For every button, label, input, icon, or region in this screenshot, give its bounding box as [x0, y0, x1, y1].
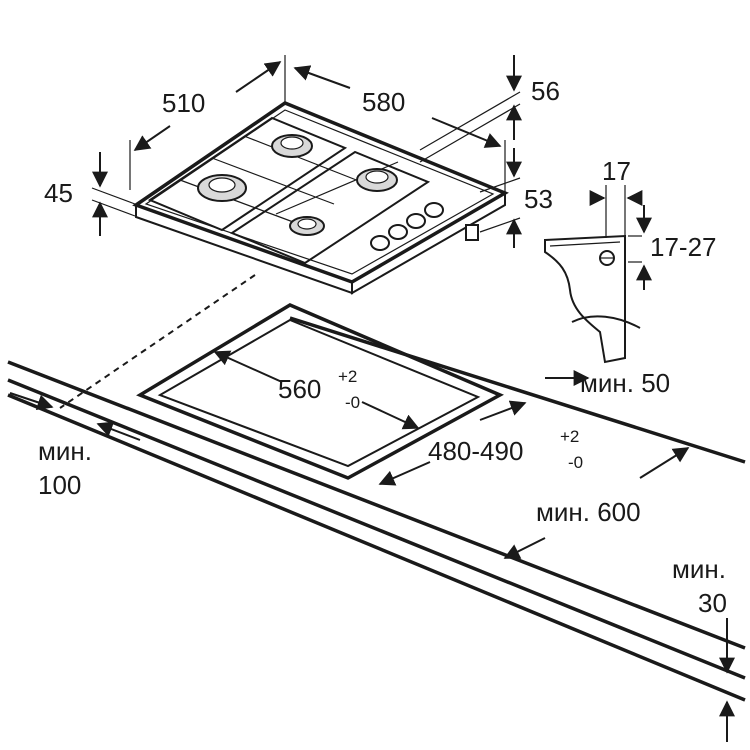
- hob-total-height-label: 53: [524, 184, 553, 214]
- side-clearance-dimension: мин. 100: [9, 392, 141, 500]
- knob-2: [388, 224, 408, 240]
- side-clearance-arrow-left: [9, 392, 54, 411]
- cutout-outer: [136, 303, 504, 480]
- burner-rear-right: [356, 168, 398, 192]
- hob-total-height-dimension: 53: [479, 148, 553, 248]
- hob-depth-label: 510: [162, 88, 205, 118]
- worktop-front-edge: [7, 378, 746, 680]
- pan-support-right: [229, 150, 431, 265]
- side-clearance-label-2: 100: [38, 470, 81, 500]
- front-clearance-arrow-right: [639, 447, 690, 479]
- worktop-bottom-edge: [7, 393, 746, 702]
- hob-top-plate: [132, 101, 509, 284]
- hob-depth-arrow-left: [133, 125, 171, 151]
- front-clearance-arrow-left: [503, 537, 546, 559]
- worktop-thickness-dimension: мин. 30: [672, 554, 735, 742]
- hob-body-height-dimension: 45: [44, 152, 136, 236]
- hob-width-arrow-left: [293, 65, 351, 89]
- back-clearance-label: мин. 50: [580, 368, 670, 398]
- hob-width-label: 580: [362, 87, 405, 117]
- burner-front-left: [197, 174, 247, 202]
- hob-depth-dimension: 510: [129, 61, 282, 190]
- pan-support-left: [147, 116, 348, 232]
- cutout-width-dimension: 560 +2 -0: [213, 350, 420, 430]
- worktop-back-edge: [289, 316, 746, 464]
- cutout-width-tol-plus: +2: [338, 367, 357, 386]
- worktop: [7, 274, 746, 702]
- clip-range-label: 17-27: [650, 232, 717, 262]
- knob-3: [406, 213, 426, 229]
- clip-profile: [544, 234, 626, 364]
- front-clearance-label: мин. 600: [536, 497, 641, 527]
- cutout-depth-label: 480-490: [428, 436, 523, 466]
- fixing-clip-detail: 17 17-27: [544, 156, 717, 364]
- front-clearance-dimension: мин. 600: [503, 447, 690, 559]
- cutout-depth-tol-minus: -0: [568, 453, 583, 472]
- worktop-thickness-label-2: 30: [698, 588, 727, 618]
- grid-bar-3: [243, 135, 365, 184]
- cutout-depth-arrow-left: [378, 461, 431, 486]
- cutout: [136, 303, 504, 480]
- burner-rear-left: [271, 134, 313, 158]
- cutout-width-arrow-right: [361, 401, 420, 430]
- worktop-thickness-label-1: мин.: [672, 554, 726, 584]
- cutout-depth-dimension: 480-490 +2 -0: [378, 400, 583, 486]
- gas-connector: [465, 224, 479, 241]
- knob-4: [424, 202, 444, 218]
- knob-1: [370, 235, 390, 251]
- clip-width-label: 17: [602, 156, 631, 186]
- hob-top-height-dimension: 56: [419, 55, 560, 163]
- cutout-depth-tol-plus: +2: [560, 427, 579, 446]
- back-clearance-dimension: мин. 50: [545, 368, 670, 398]
- cutout-depth-arrow-right: [479, 400, 527, 421]
- cutout-width-label: 560: [278, 374, 321, 404]
- grid-bar-2: [211, 157, 335, 205]
- worktop-top-edge: [7, 360, 746, 650]
- cutout-width-arrow-left: [213, 350, 283, 383]
- hob-width-dimension: 580: [284, 55, 506, 192]
- hob-depth-arrow-right: [235, 61, 282, 93]
- gas-hob: [132, 101, 509, 295]
- hob-projection-line: [59, 274, 256, 409]
- hob-body-height-label: 45: [44, 178, 73, 208]
- clip-worktop-edge: [571, 315, 641, 329]
- burner-front-right: [289, 216, 325, 236]
- control-knobs: [370, 202, 444, 251]
- side-clearance-label-1: мин.: [38, 436, 92, 466]
- hob-width-arrow-right: [431, 117, 502, 148]
- cutout-inner: [157, 318, 481, 468]
- cutout-width-tol-minus: -0: [345, 393, 360, 412]
- hob-top-height-label: 56: [531, 76, 560, 106]
- side-clearance-arrow-right: [96, 421, 141, 441]
